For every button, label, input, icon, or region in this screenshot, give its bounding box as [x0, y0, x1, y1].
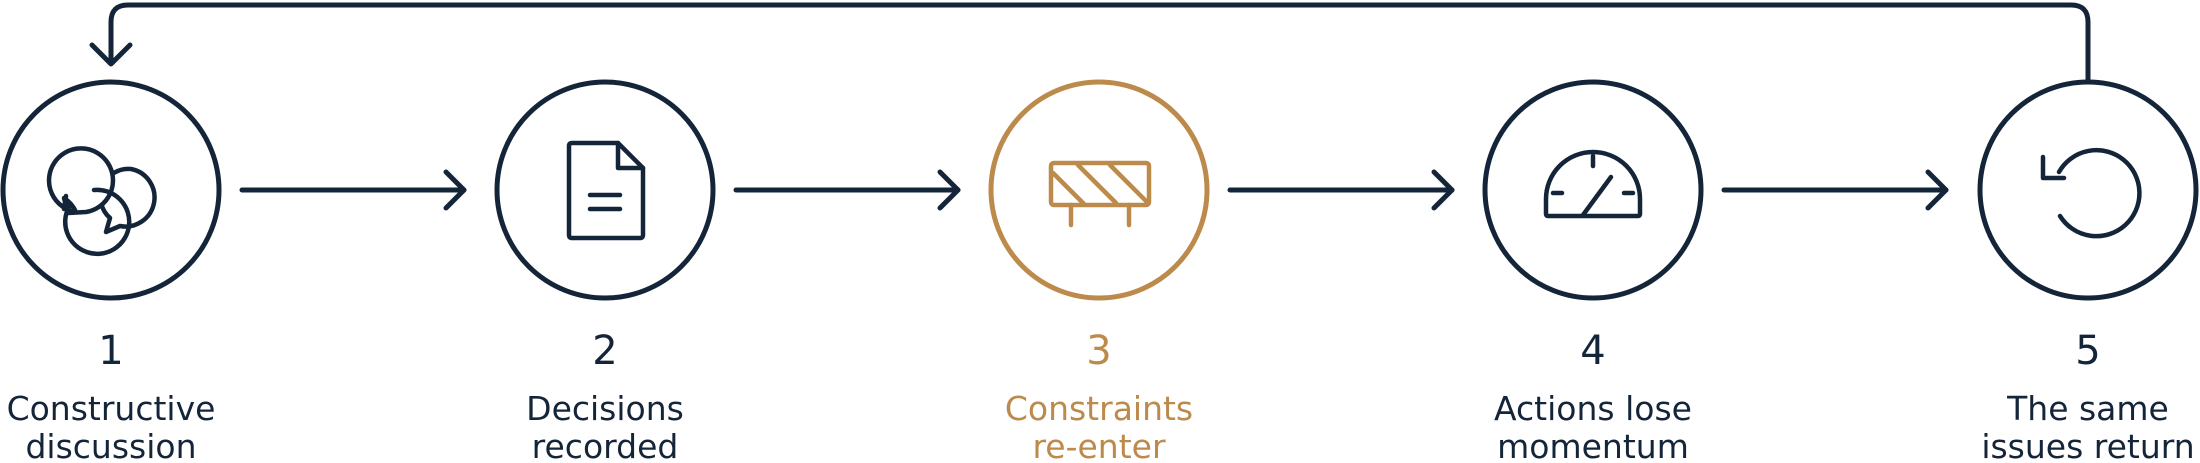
- step-2: 2 Decisions recorded: [494, 79, 716, 463]
- step-2-circle: [494, 79, 716, 301]
- step-4-label-line2: momentum: [1497, 427, 1689, 463]
- step-5-circle: [1977, 79, 2199, 301]
- step-3-circle: [988, 79, 1210, 301]
- step-3-label-line1: Constraints: [1005, 389, 1193, 428]
- step-4: 4 Actions lose momentum: [1482, 79, 1704, 463]
- step-2-label-line1: Decisions: [526, 389, 684, 428]
- step-5-label-line2: issues return: [1981, 427, 2194, 463]
- step-4-number: 4: [1580, 328, 1605, 374]
- arrow-4-to-5: [1721, 169, 1949, 211]
- document-icon: [566, 140, 646, 241]
- step-3-label-line2: re-enter: [1032, 427, 1166, 463]
- step-5: 5 The same issues return: [1977, 79, 2199, 463]
- undo-cycle-icon: [2040, 147, 2142, 239]
- step-2-number: 2: [592, 328, 617, 374]
- step-3: 3 Constraints re-enter: [988, 79, 1210, 463]
- step-1-label-line1: Constructive: [7, 389, 216, 428]
- step-1-number: 1: [98, 328, 123, 374]
- arrow-1-to-2: [239, 169, 467, 211]
- arrow-3-to-4: [1227, 169, 1455, 211]
- step-1-circle: [0, 79, 222, 301]
- step-1: 1 Constructive discussion: [0, 79, 222, 463]
- gauge-icon: [1543, 149, 1643, 219]
- step-4-label-line1: Actions lose: [1494, 389, 1692, 428]
- step-1-label-line2: discussion: [25, 427, 196, 463]
- step-5-label-line1: The same: [2006, 389, 2169, 428]
- step-5-number: 5: [2075, 328, 2100, 374]
- arrow-2-to-3: [733, 169, 961, 211]
- step-4-circle: [1482, 79, 1704, 301]
- speech-bubbles-icon: [46, 146, 157, 257]
- step-2-label-line2: recorded: [532, 427, 679, 463]
- barrier-icon: [1048, 160, 1152, 228]
- loop-back-arrow: [89, 2, 2091, 83]
- step-3-number: 3: [1086, 328, 1111, 374]
